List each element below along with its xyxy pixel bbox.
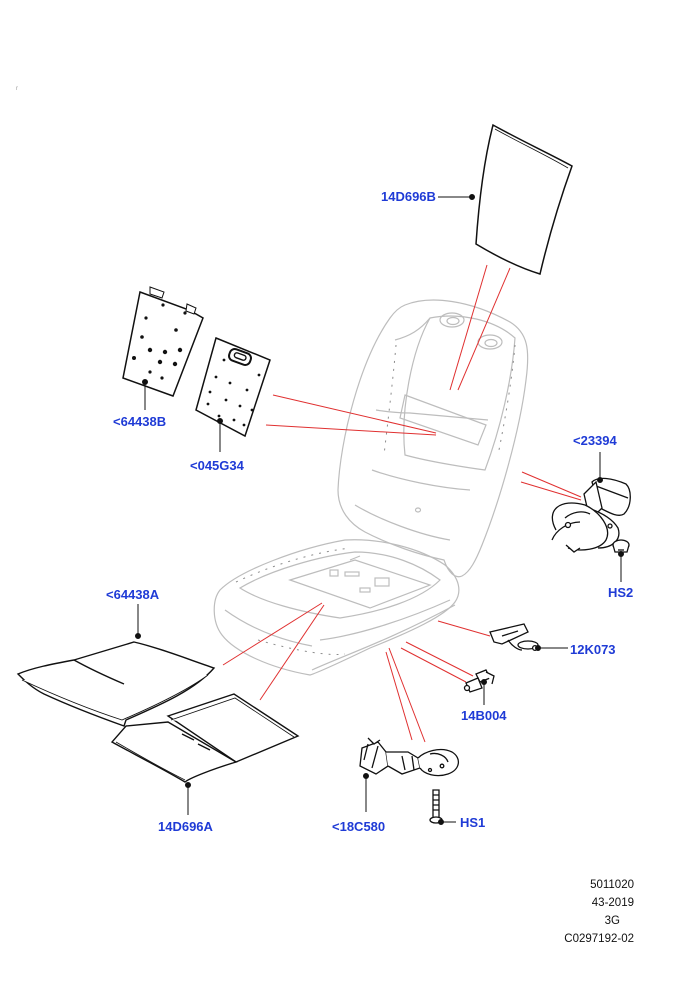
leader-lines — [222, 264, 582, 743]
callout-pointers — [135, 194, 624, 825]
seat-stitch-details — [235, 344, 516, 655]
callout-14d696b[interactable]: 14D696B — [381, 189, 436, 204]
footer-ref-number: 5011020 — [590, 879, 634, 891]
callout-18c580[interactable]: <18C580 — [332, 819, 386, 834]
callout-045g34[interactable]: <045G34 — [190, 458, 244, 473]
footer-illustration-id: C0297192-02 — [564, 933, 634, 945]
callout-14d696a[interactable]: 14D696A — [158, 819, 213, 834]
part-12k073-component[interactable] — [489, 623, 539, 652]
part-14d696b-backrest-pad[interactable] — [475, 123, 573, 275]
part-64438a-seat-pad[interactable] — [16, 641, 216, 727]
part-14d696a-cushion-pads[interactable] — [110, 693, 300, 783]
callout-23394[interactable]: <23394 — [573, 433, 617, 448]
callout-64438b[interactable]: <64438B — [113, 414, 167, 429]
corner-mark: r — [16, 86, 18, 92]
part-hs1-bolt[interactable] — [429, 789, 443, 824]
callout-12k073[interactable]: 12K073 — [570, 642, 616, 657]
part-18c580-harness[interactable] — [359, 737, 459, 777]
part-045g34-panel[interactable] — [195, 336, 271, 438]
part-64438b-backplate[interactable] — [122, 286, 204, 397]
part-14b004-sensor[interactable] — [463, 669, 495, 693]
footer-date-code: 43-2019 — [591, 897, 634, 909]
callout-hs1[interactable]: HS1 — [460, 815, 486, 830]
callout-64438a[interactable]: <64438A — [106, 587, 160, 602]
footer-variant: 3G — [604, 915, 620, 927]
part-hs2-bolt[interactable] — [612, 539, 630, 553]
callout-14b004[interactable]: 14B004 — [461, 708, 507, 723]
part-23394-buckle-assembly[interactable] — [551, 477, 631, 553]
callout-hs2[interactable]: HS2 — [608, 585, 634, 600]
seat-ghost-outline — [213, 299, 529, 676]
